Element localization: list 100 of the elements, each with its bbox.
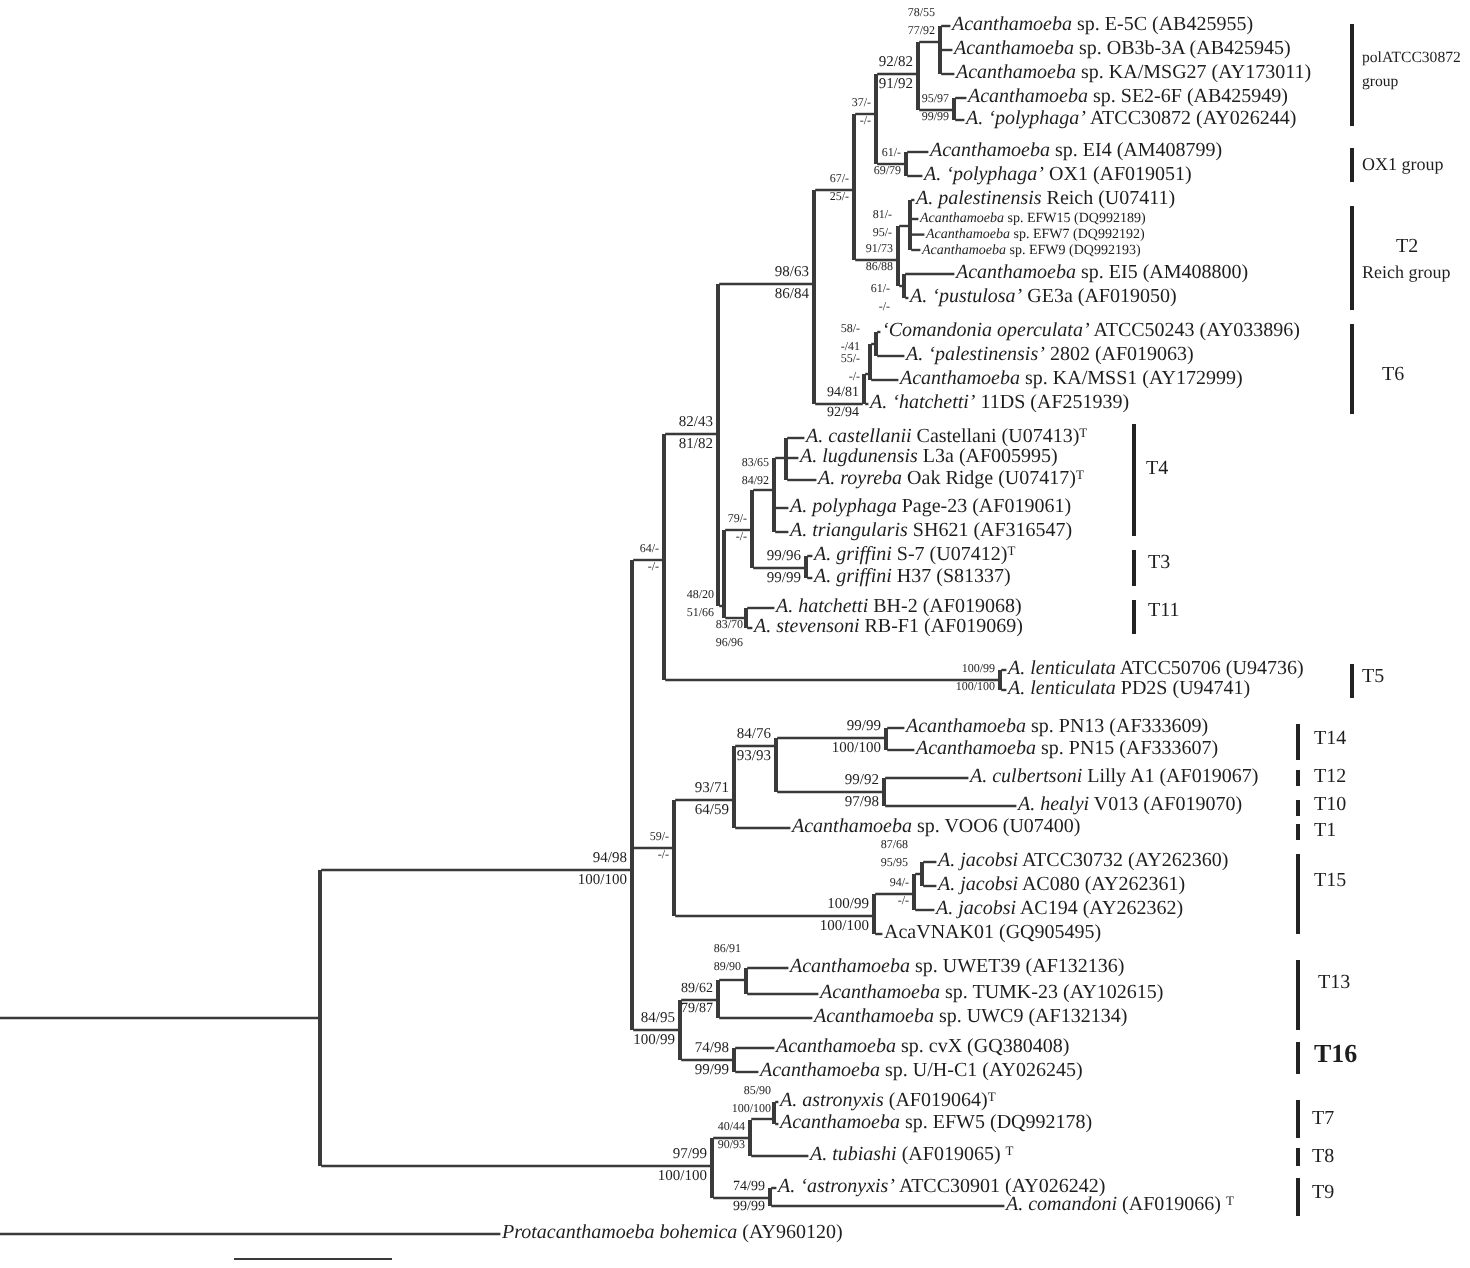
taxon-label: Acanthamoeba sp. UWET39 (AF132136) bbox=[790, 955, 1125, 979]
taxon-label: Acanthamoeba sp. UWC9 (AF132134) bbox=[814, 1005, 1128, 1029]
taxon-label: A. ‘polyphaga’ ATCC30872 (AY026244) bbox=[966, 107, 1297, 131]
branch-line bbox=[877, 330, 881, 334]
taxon-label: A. ‘hatchetti’ 11DS (AF251939) bbox=[870, 391, 1130, 415]
taxon-label: A. stevensoni RB-F1 (AF019069) bbox=[754, 615, 1023, 639]
clade-label: T14 bbox=[1314, 727, 1347, 751]
junction-line bbox=[874, 332, 878, 356]
branch-line bbox=[747, 966, 789, 970]
branch-line bbox=[775, 1122, 779, 1126]
junction-line bbox=[722, 530, 726, 618]
clade-label: T7 bbox=[1312, 1107, 1335, 1131]
junction-line bbox=[678, 1000, 682, 1060]
junction-line bbox=[804, 556, 808, 578]
taxon-label: Acanthamoeba sp. SE2-6F (AB425949) bbox=[968, 85, 1289, 109]
junction-line bbox=[868, 344, 872, 380]
junction-line bbox=[732, 746, 736, 828]
branch-line bbox=[665, 432, 717, 436]
branch-line bbox=[915, 908, 935, 912]
taxon-label: A. jacobsi AC080 (AY262361) bbox=[938, 873, 1186, 897]
taxon-label: A. lugdunensis L3a (AF005995) bbox=[800, 445, 1058, 469]
taxon-label: A. lenticulata PD2S (U94741) bbox=[1008, 677, 1251, 701]
clade-label: T12 bbox=[1314, 765, 1347, 789]
clade-label: T8 bbox=[1312, 1145, 1335, 1169]
taxon-label: Acanthamoeba sp. U/H-C1 (AY026245) bbox=[760, 1059, 1083, 1083]
taxon-label: Acanthamoeba sp. EI5 (AM408800) bbox=[956, 261, 1249, 285]
junction-line bbox=[774, 738, 778, 792]
branch-line bbox=[321, 868, 631, 872]
branch-line bbox=[0, 1232, 501, 1236]
taxon-label: Acanthamoeba sp. KA/MSS1 (AY172999) bbox=[900, 367, 1243, 391]
taxon-label: A. castellanii Castellani (U07413)$^{T}$ bbox=[806, 425, 1088, 449]
junction-line bbox=[744, 968, 748, 994]
taxon-label: Acanthamoeba sp. cvX (GQ380408) bbox=[776, 1035, 1070, 1059]
taxon-label: A. jacobsi AC194 (AY262362) bbox=[936, 897, 1184, 921]
branch-line bbox=[875, 892, 913, 896]
junction-line bbox=[768, 1188, 772, 1206]
branch-line bbox=[725, 528, 751, 532]
junction-line bbox=[896, 226, 900, 286]
branch-line bbox=[907, 150, 929, 154]
taxon-label: Acanthamoeba sp. OB3b-3A (AB425945) bbox=[954, 37, 1291, 61]
branch-line bbox=[865, 402, 869, 406]
clade-label: T16 bbox=[1314, 1039, 1358, 1070]
junction-line bbox=[812, 190, 816, 404]
junction-line bbox=[662, 434, 666, 680]
taxon-label: A. culbertsoni Lilly A1 (AF019067) bbox=[970, 765, 1259, 789]
junction-line bbox=[750, 490, 754, 568]
taxon-label: Acanthamoeba sp. PN15 (AF333607) bbox=[916, 737, 1219, 761]
taxon-label: A. astronyxis (AF019064)$^{T}$ bbox=[780, 1089, 996, 1113]
branch-line bbox=[911, 198, 915, 202]
branch-line bbox=[675, 798, 733, 802]
branch-line bbox=[713, 1196, 769, 1200]
branch-line bbox=[753, 566, 805, 570]
branch-line bbox=[877, 162, 905, 166]
branch-line bbox=[877, 72, 917, 76]
junction-line bbox=[902, 274, 906, 298]
clade-label: T9 bbox=[1312, 1181, 1335, 1205]
branch-line bbox=[787, 478, 817, 482]
junction-line bbox=[732, 1048, 736, 1072]
junction-line bbox=[716, 980, 720, 1018]
taxon-label: A. royreba Oak Ridge (U07417)$^{T}$ bbox=[818, 467, 1084, 491]
junction-line bbox=[672, 800, 676, 916]
taxon-label: Protacanthamoeba bohemica (AY960120) bbox=[502, 1221, 843, 1245]
junction-line bbox=[920, 862, 924, 886]
branch-line bbox=[735, 1046, 775, 1050]
clade-label: OX1 group bbox=[1362, 154, 1444, 176]
branch-line bbox=[681, 998, 717, 1002]
branch-line bbox=[855, 112, 875, 116]
branch-line bbox=[747, 992, 819, 996]
branch-line bbox=[735, 1070, 759, 1074]
taxon-label: A. tubiashi (AF019065) $^{T}$ bbox=[810, 1143, 1014, 1167]
clade-label: T13 bbox=[1318, 971, 1351, 995]
clade-label: T2 bbox=[1396, 235, 1419, 259]
junction-line bbox=[952, 98, 956, 120]
junction-line bbox=[938, 26, 942, 74]
branch-line bbox=[753, 488, 773, 492]
taxon-label: A. comandoni (AF019066) $^{T}$ bbox=[1006, 1193, 1234, 1217]
clade-label: T10 bbox=[1314, 793, 1347, 817]
junction-line bbox=[912, 874, 916, 910]
junction-line bbox=[772, 458, 776, 532]
branch-line bbox=[777, 736, 885, 740]
taxon-label: A. lenticulata ATCC50706 (U94736) bbox=[1008, 657, 1304, 681]
branch-line bbox=[321, 1164, 711, 1168]
junction-line bbox=[882, 778, 886, 806]
branch-line bbox=[775, 1100, 779, 1104]
branch-line bbox=[919, 108, 953, 112]
junction-line bbox=[916, 42, 920, 110]
junction-line bbox=[772, 1102, 776, 1124]
branch-line bbox=[735, 744, 775, 748]
branch-line bbox=[885, 776, 969, 780]
branch-line bbox=[681, 1058, 733, 1062]
taxon-label: A. triangularis SH621 (AF316547) bbox=[790, 519, 1073, 543]
taxon-label: A. jacobsi ATCC30732 (AY262360) bbox=[938, 849, 1229, 873]
taxon-label: A. griffini S-7 (U07412)$^{T}$ bbox=[814, 543, 1016, 567]
taxon-label: Acanthamoeba sp. E-5C (AB425955) bbox=[952, 13, 1254, 37]
branch-line bbox=[871, 378, 899, 382]
taxon-label: AcaVNAK01 (GQ905495) bbox=[884, 921, 1102, 945]
branch-line bbox=[719, 282, 813, 286]
taxon-label: ‘Comandonia operculata’ ATCC50243 (AY033896) bbox=[882, 319, 1300, 343]
branch-line bbox=[885, 804, 1017, 808]
branch-line bbox=[877, 354, 905, 358]
